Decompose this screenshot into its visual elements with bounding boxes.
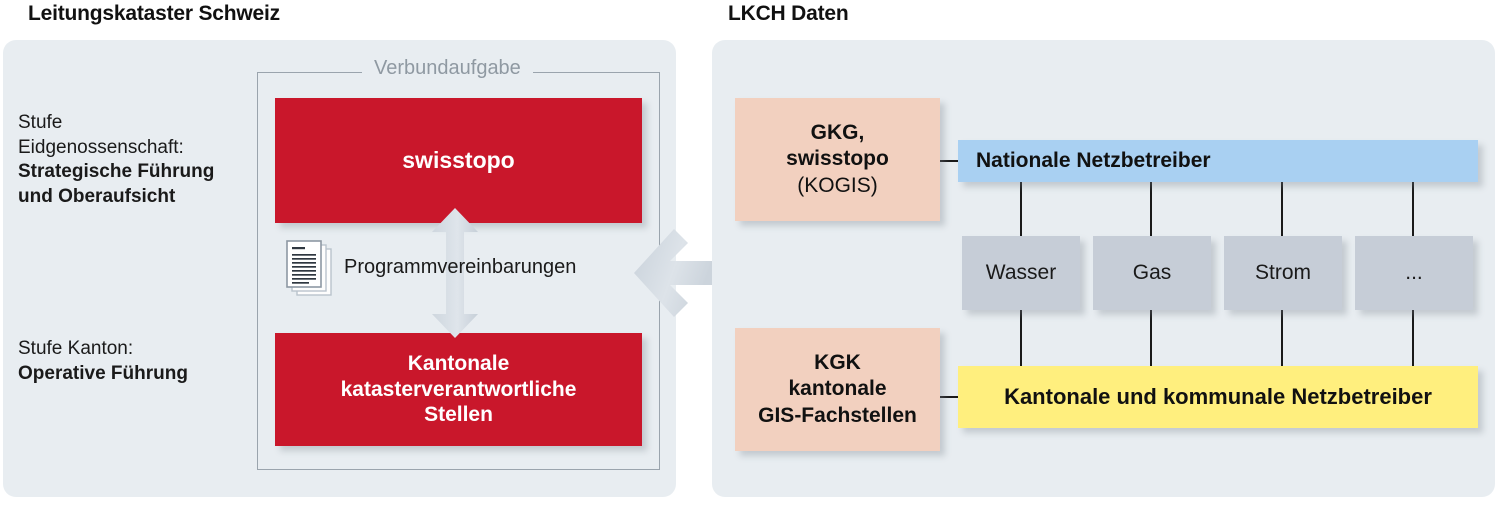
documents-icon [286, 240, 332, 296]
box-gkg-line2: swisstopo [786, 147, 889, 171]
box-sector-wasser[interactable]: Wasser [962, 236, 1080, 310]
connector-national-wasser [1020, 181, 1022, 237]
box-kgk-kantonale-gis-fachstellen[interactable]: KGK kantonale GIS-Fachstellen [735, 328, 940, 451]
left-panel-title: Leitungskataster Schweiz [28, 2, 280, 25]
box-kgk-line1: KGK [814, 350, 861, 374]
box-nationale-netzbetreiber[interactable]: Nationale Netzbetreiber [958, 140, 1478, 182]
box-gkg-swisstopo-kogis[interactable]: GKG, swisstopo (KOGIS) [735, 98, 940, 221]
level-canton-bold1: Operative Führung [18, 362, 188, 384]
box-gkg-line1: GKG, [810, 120, 865, 144]
level-canton-line1: Stufe Kanton: [18, 338, 134, 359]
box-sector-strom[interactable]: Strom [1224, 236, 1342, 310]
box-sector-gas[interactable]: Gas [1093, 236, 1211, 310]
connector-national-strom [1281, 181, 1283, 237]
connector-wasser-cantonal [1020, 309, 1022, 367]
level-label-federal: Stufe Eidgenossenschaft: Strategische Fü… [18, 111, 214, 210]
box-kgk-line3: GIS-Fachstellen [758, 403, 917, 427]
box-kantonale-katasterverantwortliche-stellen[interactable]: Kantonale katasterverantwortliche Stelle… [275, 333, 642, 446]
connector-gkg-to-national [940, 160, 960, 162]
programmvereinbarungen-label: Programmvereinbarungen [344, 256, 577, 278]
box-national-label: Nationale Netzbetreiber [976, 149, 1211, 172]
box-kantonale-und-kommunale-netzbetreiber[interactable]: Kantonale und kommunale Netzbetreiber [958, 366, 1478, 428]
connector-national-other [1412, 181, 1414, 237]
level-federal-line2: Eidgenossenschaft: [18, 136, 184, 158]
connector-national-gas [1150, 181, 1152, 237]
right-panel-title: LKCH Daten [728, 2, 849, 25]
box-kgk-line2: kantonale [788, 377, 887, 401]
double-arrow-vertical-icon [432, 208, 478, 338]
verbundaufgabe-legend: Verbundaufgabe [362, 57, 533, 80]
left-arrow-icon [634, 229, 712, 317]
level-label-canton: Stufe Kanton: Operative Führung [18, 337, 188, 386]
level-federal-bold2: und Oberaufsicht [18, 186, 176, 208]
connector-other-cantonal [1412, 309, 1414, 367]
connector-kgk-to-cantonal [940, 396, 960, 398]
box-sector-other[interactable]: ... [1355, 236, 1473, 310]
level-federal-line1: Stufe [18, 112, 63, 133]
level-federal-bold1: Strategische Führung [18, 161, 215, 183]
box-gkg-line3: (KOGIS) [797, 173, 878, 197]
connector-strom-cantonal [1281, 309, 1283, 367]
box-kommunal-label: Kantonale und kommunale Netzbetreiber [1004, 384, 1432, 409]
connector-gas-cantonal [1150, 309, 1152, 367]
box-swisstopo[interactable]: swisstopo [275, 98, 642, 223]
box-kantonale-label: Kantonale katasterverantwortliche Stelle… [340, 352, 577, 427]
